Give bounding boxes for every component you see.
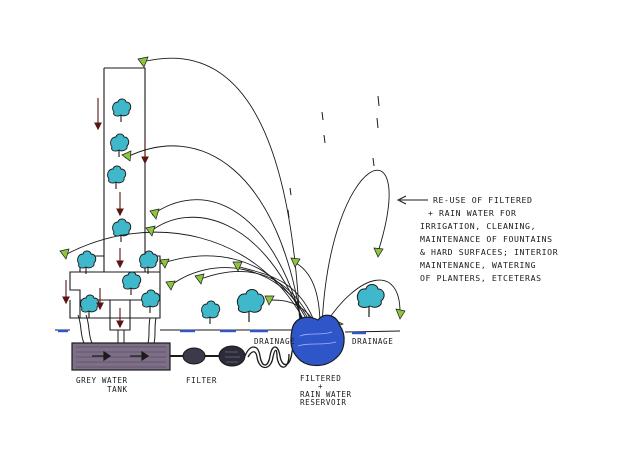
filter-units [170,345,246,367]
reservoir-label-line1: FILTERED [300,374,341,383]
reuse-arcs [64,57,401,333]
reservoir-label-line4: RESERVOIR [300,398,347,407]
grey-water-tank-label: GREY WATER TANK [76,376,128,394]
grey-water-tank [71,342,171,371]
grey-water-label-line1: GREY WATER [76,376,128,385]
drainage-label-right: DRAINAGE [352,337,393,346]
annotation-arrow [396,195,428,205]
reservoir-label-line2: + [318,382,323,391]
landscape-trees [201,283,385,325]
annotation-line-5: & HARD SURFACES; INTERIOR [420,247,558,257]
tank-flow-arrows [92,350,150,362]
annotation-line-1: RE-USE OF FILTERED [433,195,533,205]
filter-label: FILTER [186,376,217,385]
annotation-line-7: OF PLANTERS, ETCETERAS [420,273,542,283]
tank-downpipes [77,314,157,344]
building-down-arrows [62,98,149,329]
reservoir-label-line3: RAIN WATER [300,390,352,399]
annotation-line-6: MAINTENANCE, WATERING [420,260,536,270]
drainage-label-left: DRAINAGE [254,337,295,346]
reservoir-label: FILTERED + RAIN WATER RESERVOIR [300,374,352,407]
grey-water-label-line2: TANK [107,385,128,394]
reuse-annotation: RE-USE OF FILTERED + RAIN WATER FOR IRRI… [420,195,558,283]
rainwater-reservoir [290,314,345,367]
green-arrowheads [59,56,406,329]
annotation-line-2: + RAIN WATER FOR [428,208,516,218]
paving-strips [58,329,366,335]
rain-streaks [287,95,380,219]
annotation-line-3: IRRIGATION, CLEANING, [420,221,536,231]
annotation-line-4: MAINTENANCE OF FOUNTAINS [420,234,553,244]
